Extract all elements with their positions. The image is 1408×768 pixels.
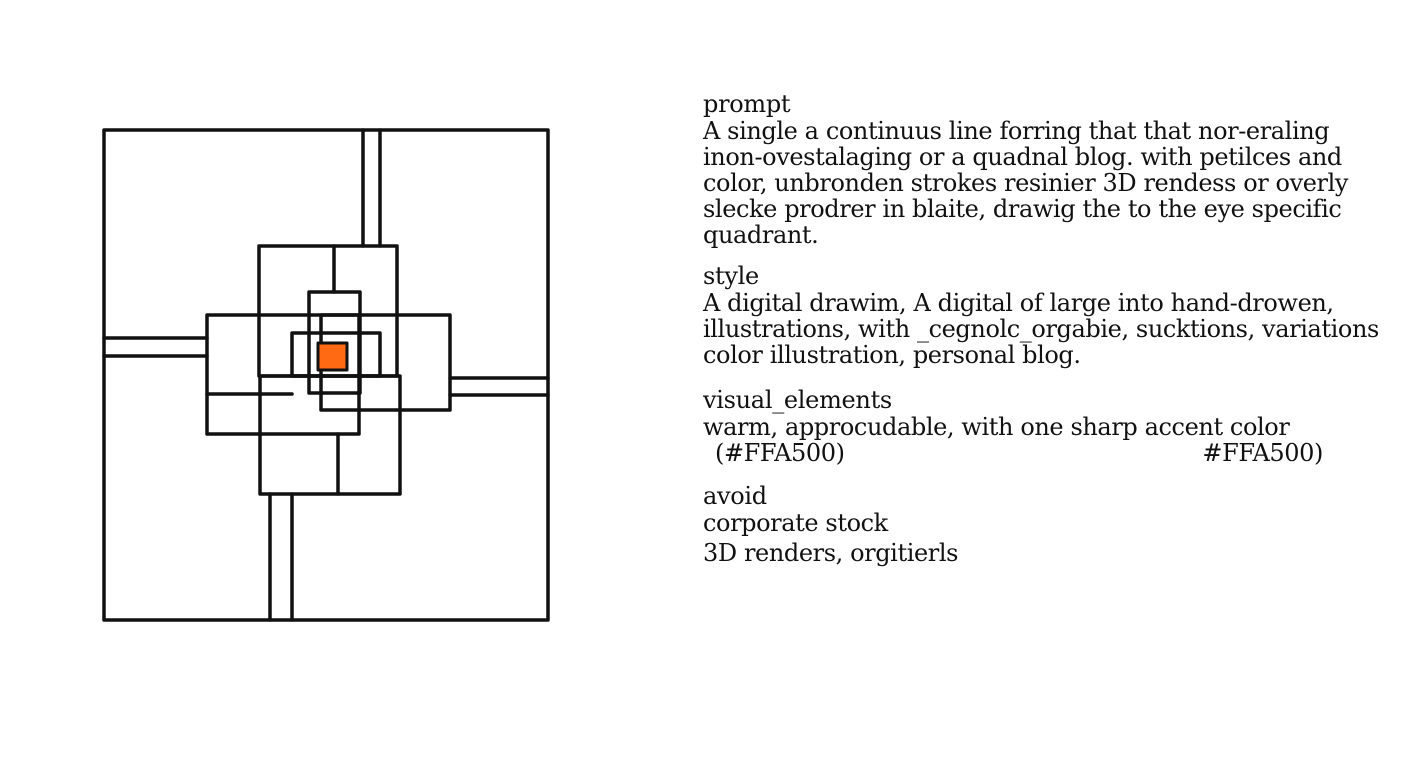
visual-elements-section: visual_elements warm, approcudable, with… [703,386,1383,466]
center-tall-block [307,290,362,395]
outer-square [102,128,550,622]
prompt-line: slecke prodrer in blaite, drawig the to … [703,195,1342,223]
prompt-line: color, unbronden strokes resinier 3D ren… [703,169,1349,197]
avoid-line: 3D renders, orgitierls [703,539,959,567]
prompt-line: quadrant. [703,221,819,249]
style-line: color illustration, personal blog. [703,341,1081,369]
style-heading: style [703,262,759,290]
prompt-text-panel: prompt A single a continuus line forring… [703,90,1383,566]
style-line: illustrations, with _cegnolc_orgabie, su… [703,315,1379,343]
prompt-line: inon-ovestalaging or a quadnal blog. wit… [703,143,1342,171]
prompt-heading: prompt [703,90,791,118]
prompt-line: A single a continuus line forring that t… [703,117,1330,145]
center-wide-block [290,331,382,378]
color-code-right: #FFA500) [1202,439,1323,467]
accent-square [316,341,349,372]
visual-elements-heading: visual_elements [703,386,892,414]
avoid-section: avoid corporate stock 3D renders, orgiti… [703,482,1383,566]
style-line: A digital drawim, A digital of large int… [703,289,1334,317]
visual-elements-line: warm, approcudable, with one sharp accen… [703,413,1290,441]
prompt-section: prompt A single a continuus line forring… [703,90,1383,248]
visual-elements-color-line: (#FFA500) #FFA500) [703,440,1323,466]
avoid-line: corporate stock [703,509,888,537]
avoid-heading: avoid [703,482,767,510]
style-section: style A digital drawim, A digital of lar… [703,262,1383,368]
color-code-left: (#FFA500) [715,439,845,467]
nested-squares-drawing [102,128,550,622]
